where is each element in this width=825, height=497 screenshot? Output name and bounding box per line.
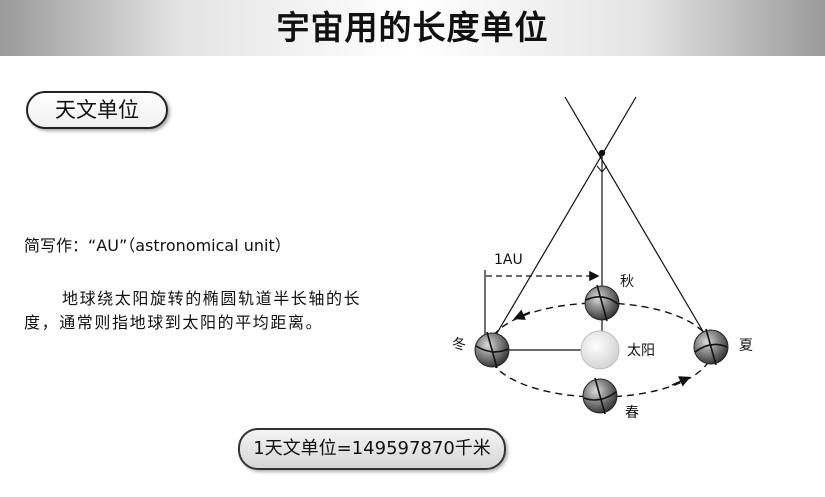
section-label: 天文单位 xyxy=(26,91,168,129)
earth-winter xyxy=(474,331,510,369)
earth-spring xyxy=(582,377,618,415)
season-label-autumn: 秋 xyxy=(620,274,634,290)
earth-autumn xyxy=(584,284,620,322)
season-label-spring: 春 xyxy=(625,405,639,421)
header-banner xyxy=(0,0,825,56)
sightline-left xyxy=(564,96,712,346)
page-title: 宇宙用的长度单位 xyxy=(276,8,549,47)
sun-label: 太阳 xyxy=(627,343,655,359)
conversion-value: 1天文单位=149597870千米 xyxy=(238,428,506,470)
sun xyxy=(580,330,620,370)
season-label-winter: 冬 xyxy=(452,337,466,353)
sightline-right xyxy=(489,96,637,346)
abbreviation-text: 简写作：“AU”（astronomical unit） xyxy=(24,236,291,255)
definition-text: 地球绕太阳旋转的椭圆轨道半长轴的长度，通常则指地球到太阳的平均距离。 xyxy=(24,289,362,332)
earth-summer xyxy=(693,328,729,366)
orbit-arrow-bottom xyxy=(671,376,691,387)
angle-mark xyxy=(596,165,608,173)
orbit-arrow-top xyxy=(513,309,531,320)
season-label-summer: 夏 xyxy=(739,338,753,354)
au-label: 1AU xyxy=(494,252,523,268)
